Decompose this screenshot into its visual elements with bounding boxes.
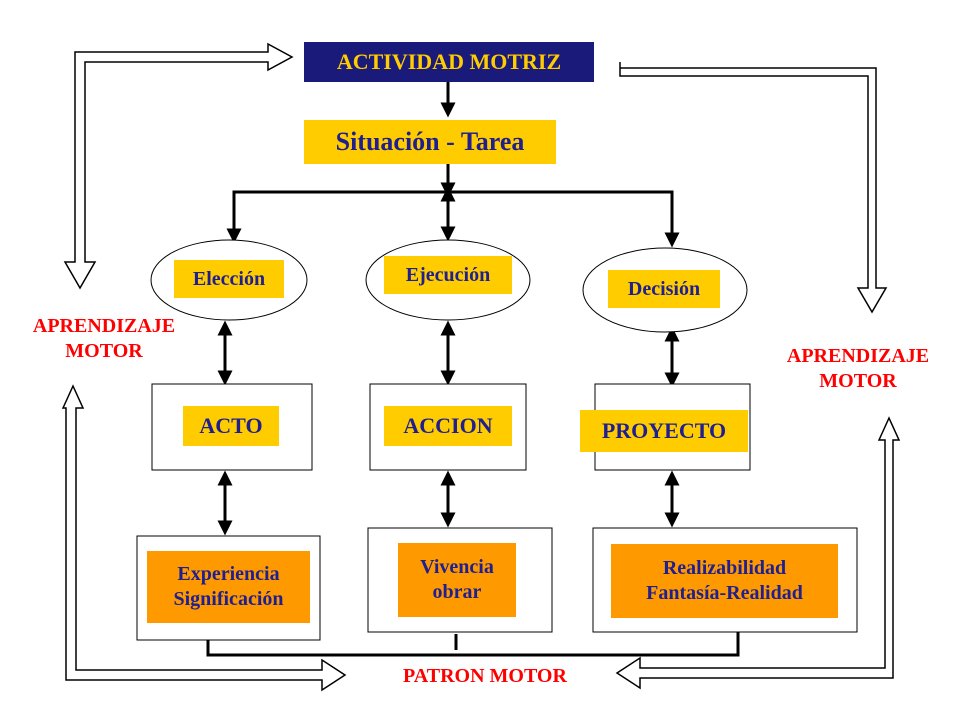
left-top-loop-arrow	[63, 42, 294, 290]
situation-task-label: Situación - Tarea	[304, 120, 556, 164]
pattern-label: PATRON MOTOR	[403, 664, 567, 687]
right-bottom-loop-arrow	[615, 416, 901, 690]
act-label: ACTO	[183, 406, 279, 446]
experience-line-1: Experiencia	[177, 563, 280, 585]
feasibility-line-2: Fantasía-Realidad	[646, 582, 803, 604]
decision-label: Decisión	[608, 270, 720, 308]
choice-label: Elección	[174, 260, 284, 298]
left-learning-line-2: MOTOR	[65, 340, 143, 362]
living-line-2: obrar	[432, 581, 482, 603]
feasibility-label: Realizabilidad Fantasía-Realidad	[611, 544, 838, 618]
activity-title: ACTIVIDAD MOTRIZ	[304, 42, 594, 82]
experience-line-2: Significación	[173, 588, 284, 610]
bottom-merge-line	[206, 632, 740, 657]
branch-bar	[232, 190, 674, 232]
right-learning-line-2: MOTOR	[819, 370, 897, 392]
left-bottom-loop-arrow	[61, 384, 347, 692]
project-label: PROYECTO	[580, 410, 748, 452]
right-learning-label: APRENDIZAJE MOTOR	[760, 340, 956, 398]
left-learning-line-1: APRENDIZAJE	[32, 315, 176, 337]
feasibility-line-1: Realizabilidad	[662, 557, 787, 579]
experience-label: Experiencia Significación	[147, 551, 310, 623]
left-learning-label: APRENDIZAJE MOTOR	[6, 310, 202, 368]
right-top-loop-arrow	[619, 62, 888, 314]
right-learning-line-1: APRENDIZAJE	[786, 345, 930, 367]
execution-label: Ejecución	[384, 256, 512, 294]
action-label: ACCION	[384, 406, 512, 446]
living-label: Vivencia obrar	[398, 543, 516, 617]
living-line-1: Vivencia	[420, 556, 494, 578]
